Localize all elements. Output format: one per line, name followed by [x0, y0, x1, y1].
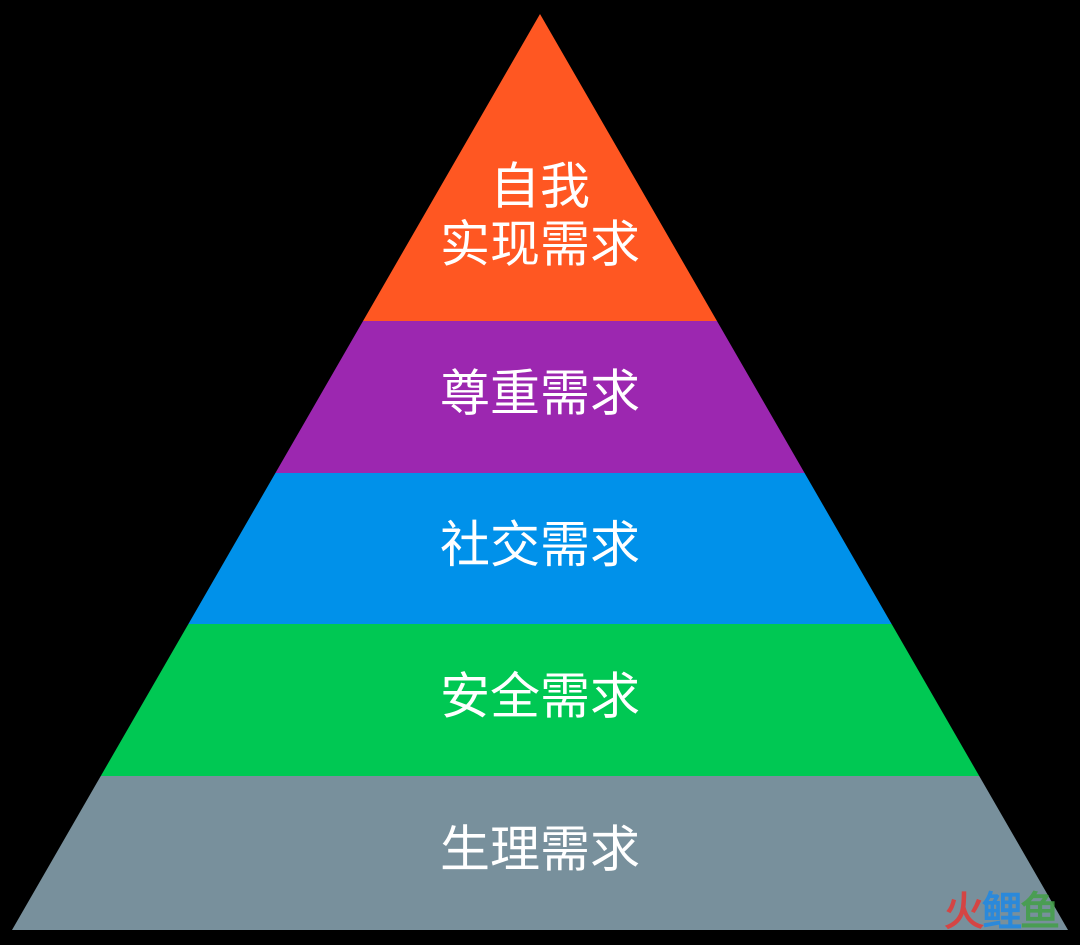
pyramid-tier-1-label-2: 实现需求: [440, 216, 640, 274]
pyramid-tier-1: [363, 14, 717, 321]
pyramid-tier-3: [188, 473, 892, 624]
pyramid-tier-2-label-1: 尊重需求: [440, 365, 640, 423]
pyramid-tier-3-label-1: 社交需求: [440, 516, 640, 574]
pyramid-tier-5-label-1: 生理需求: [440, 821, 640, 879]
watermark-char-3: 鱼: [1020, 889, 1060, 935]
watermark-char-1: 火: [944, 889, 984, 935]
watermark-logo: 火鲤鱼: [944, 879, 1060, 937]
pyramid-tier-1-label-1: 自我: [490, 158, 590, 216]
pyramid-tier-5: [12, 776, 1068, 930]
watermark-char-2: 鲤: [982, 889, 1022, 935]
pyramid-tier-4: [100, 624, 980, 776]
pyramid-tier-2: [275, 321, 805, 473]
pyramid-tier-4-label-1: 安全需求: [440, 668, 640, 726]
